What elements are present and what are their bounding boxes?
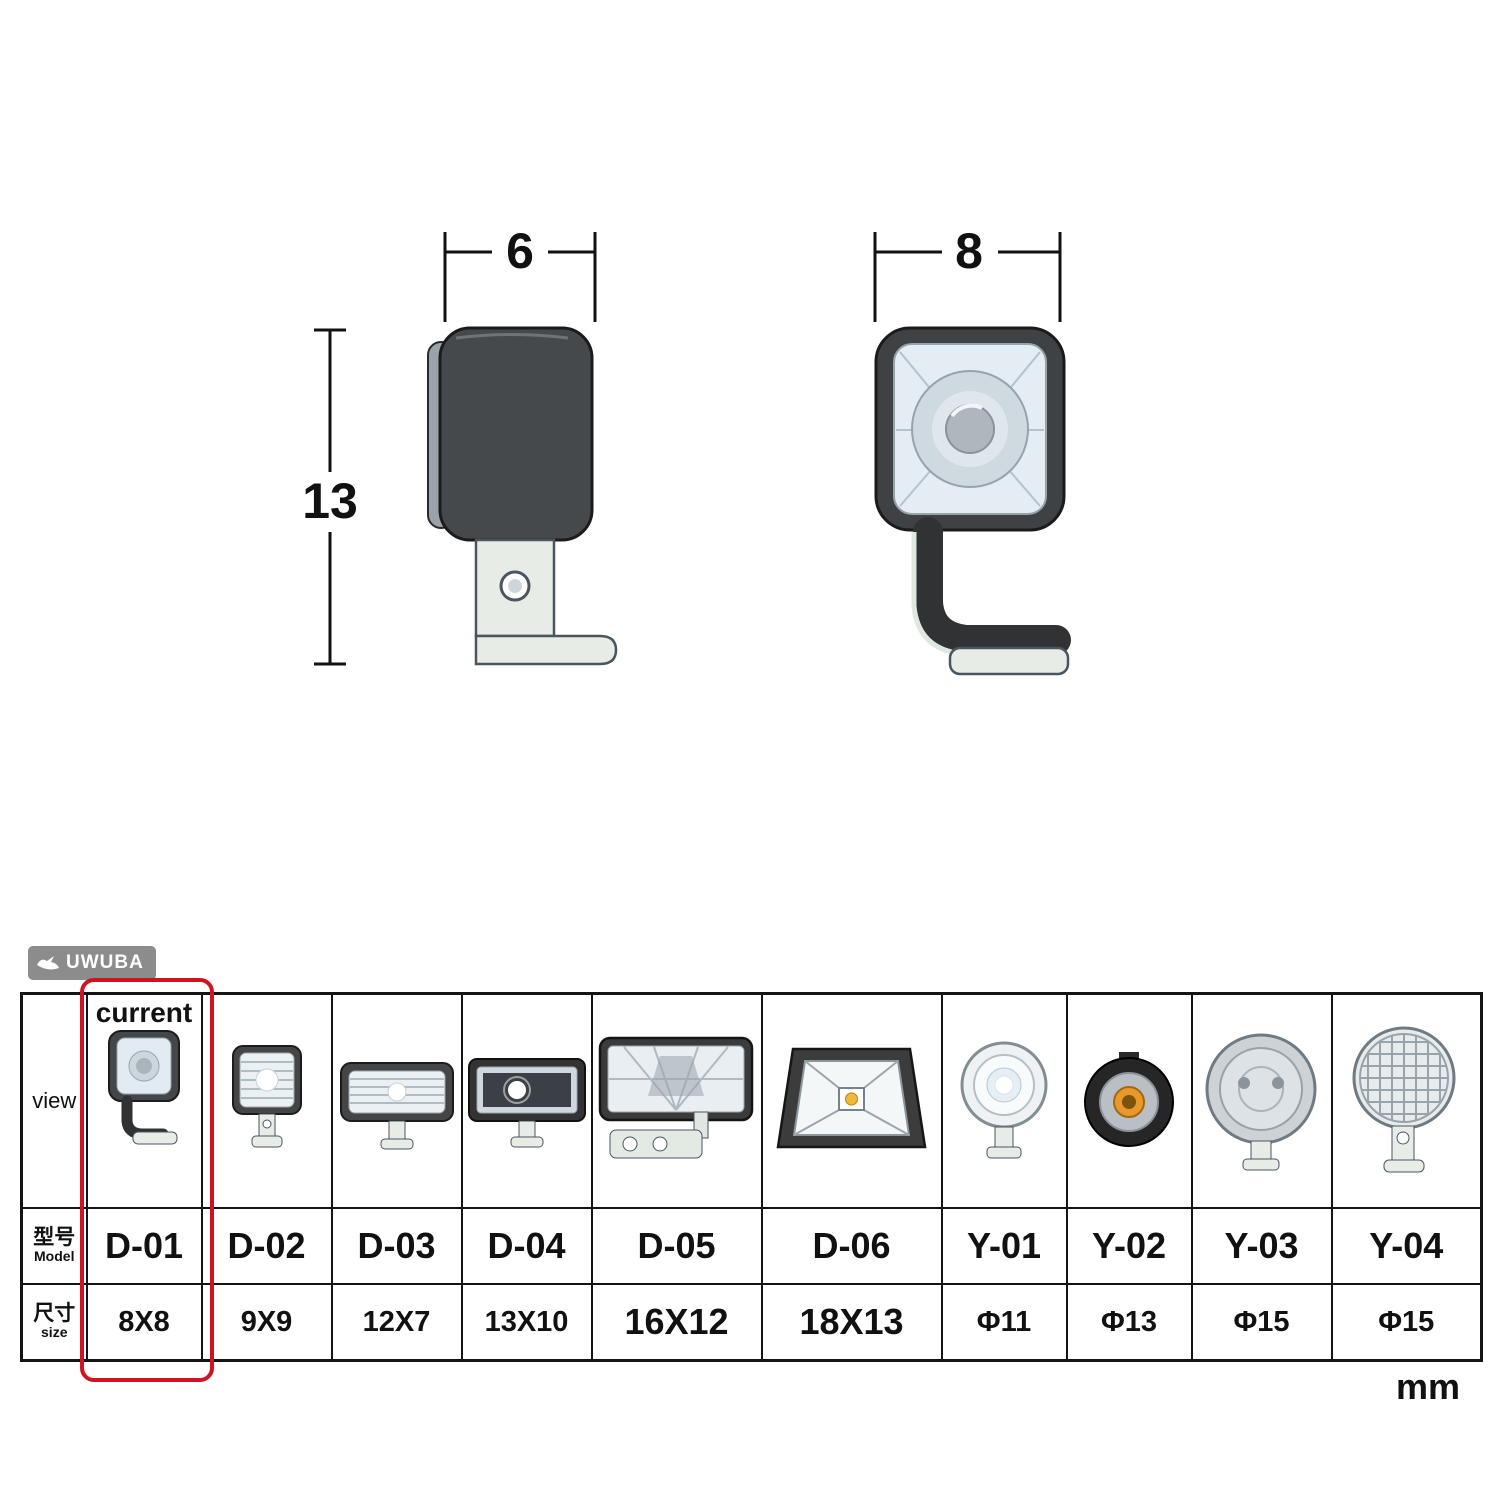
size-cell-d01: 8X8 bbox=[85, 1283, 203, 1362]
size-cell-d05: 16X12 bbox=[590, 1283, 763, 1362]
product-image-d02 bbox=[231, 1045, 302, 1148]
view-cell-y03 bbox=[1190, 992, 1333, 1209]
view-cell-y02 bbox=[1065, 992, 1193, 1209]
front-width-dimension-lines bbox=[873, 232, 1062, 322]
model-cell-d05: D-05 bbox=[590, 1207, 763, 1285]
view-row-label: view bbox=[32, 1088, 77, 1113]
size-cell-d06: 18X13 bbox=[760, 1283, 943, 1362]
size-cell-y01: Φ11 bbox=[940, 1283, 1068, 1362]
model-cell-d04: D-04 bbox=[460, 1207, 593, 1285]
view-cell-d02 bbox=[200, 992, 333, 1209]
brand-logo: UWUBA bbox=[28, 946, 156, 980]
view-cell-d01: current bbox=[85, 992, 203, 1209]
product-image-d01 bbox=[108, 1030, 180, 1145]
side-height-value: 13 bbox=[302, 473, 358, 529]
model-row-label-en: Model bbox=[34, 1248, 75, 1265]
unit-label: mm bbox=[1396, 1366, 1461, 1407]
front-view-lamp bbox=[874, 326, 1071, 676]
product-image-d05 bbox=[598, 1036, 754, 1158]
current-label: current bbox=[95, 997, 193, 1028]
view-cell-y01 bbox=[940, 992, 1068, 1209]
spec-table: view current bbox=[20, 992, 1483, 1362]
view-row-header: view bbox=[20, 992, 88, 1209]
product-image-y03 bbox=[1205, 1033, 1317, 1171]
size-cell-y04: Φ15 bbox=[1330, 1283, 1483, 1362]
view-cell-d06 bbox=[760, 992, 943, 1209]
size-cell-y02: Φ13 bbox=[1065, 1283, 1193, 1362]
model-cell-d03: D-03 bbox=[330, 1207, 463, 1285]
size-row-header: 尺寸 size bbox=[20, 1283, 88, 1362]
dimension-drawing-svg: 6 13 bbox=[302, 223, 1071, 676]
product-image-y04 bbox=[1352, 1026, 1456, 1173]
side-width-dimension-lines bbox=[443, 232, 597, 322]
model-row-header: 型号 Model bbox=[20, 1207, 88, 1285]
product-image-y02 bbox=[1084, 1052, 1174, 1147]
model-cell-y04: Y-04 bbox=[1330, 1207, 1483, 1285]
size-row-label-zh: 尺寸 bbox=[33, 1302, 76, 1326]
brand-logo-text: UWUBA bbox=[66, 952, 144, 973]
side-height-dimension-lines bbox=[314, 328, 346, 666]
model-cell-y01: Y-01 bbox=[940, 1207, 1068, 1285]
product-image-d03 bbox=[339, 1062, 454, 1150]
front-width-value: 8 bbox=[955, 223, 983, 279]
product-image-d06 bbox=[776, 1047, 927, 1149]
product-image-y01 bbox=[960, 1041, 1047, 1158]
model-cell-d01: D-01 bbox=[85, 1207, 203, 1285]
technical-drawings: 6 13 bbox=[250, 200, 1150, 700]
size-row-label-en: size bbox=[41, 1324, 68, 1341]
model-cell-d06: D-06 bbox=[760, 1207, 943, 1285]
model-cell-y02: Y-02 bbox=[1065, 1207, 1193, 1285]
bird-icon bbox=[37, 956, 59, 970]
size-cell-d02: 9X9 bbox=[200, 1283, 333, 1362]
size-cell-d04: 13X10 bbox=[460, 1283, 593, 1362]
size-cell-d03: 12X7 bbox=[330, 1283, 463, 1362]
side-width-value: 6 bbox=[506, 223, 534, 279]
side-view-lamp bbox=[427, 326, 618, 666]
view-cell-y04 bbox=[1330, 992, 1483, 1209]
model-row: 型号 Model D-01 D-02 D-03 D-04 D-05 D-06 Y… bbox=[20, 1207, 1483, 1285]
product-image-d04 bbox=[467, 1058, 586, 1148]
model-row-label-zh: 型号 bbox=[33, 1226, 76, 1250]
size-cell-y03: Φ15 bbox=[1190, 1283, 1333, 1362]
model-cell-y03: Y-03 bbox=[1190, 1207, 1333, 1285]
view-cell-d04 bbox=[460, 992, 593, 1209]
size-row: 尺寸 size 8X8 9X9 12X7 13X10 16X12 18X13 Φ… bbox=[20, 1283, 1483, 1362]
view-row: view current bbox=[20, 992, 1483, 1209]
model-cell-d02: D-02 bbox=[200, 1207, 333, 1285]
view-cell-d03 bbox=[330, 992, 463, 1209]
view-cell-d05 bbox=[590, 992, 763, 1209]
